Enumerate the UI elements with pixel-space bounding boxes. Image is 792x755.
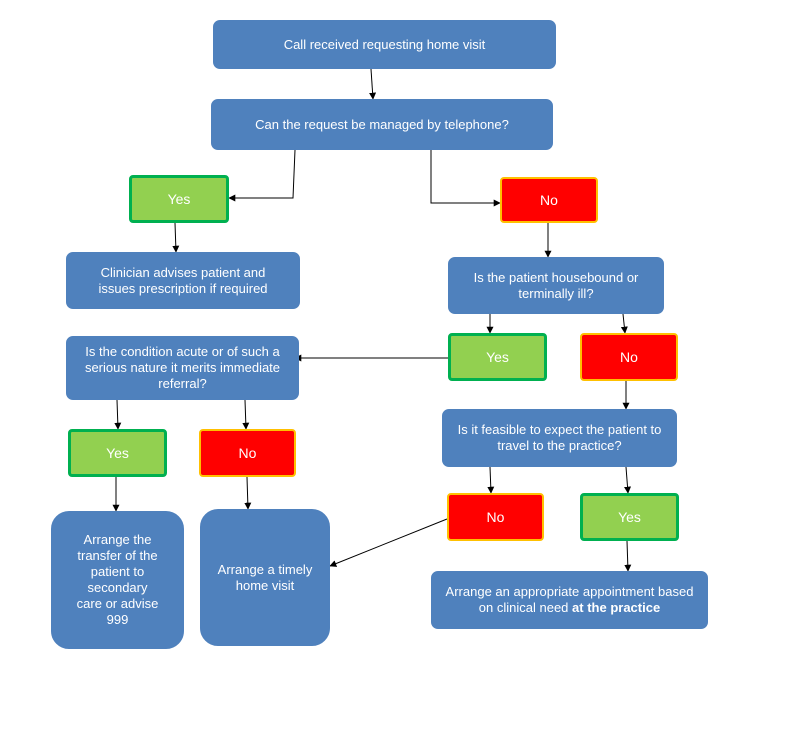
telephone-question-text: Can the request be managed by telephone? bbox=[255, 116, 509, 132]
travel-question-text: Is it feasible to expect the patient to … bbox=[457, 422, 662, 453]
arrange-transfer-box: Arrange the transfer of the patient to s… bbox=[51, 511, 184, 649]
no-telephone-text: No bbox=[540, 192, 558, 208]
travel-question-box: Is it feasible to expect the patient to … bbox=[442, 409, 677, 467]
no-acute-box: No bbox=[199, 429, 296, 477]
yes-housebound-box: Yes bbox=[448, 333, 547, 381]
yes-acute-text: Yes bbox=[106, 445, 129, 461]
no-telephone-box: No bbox=[500, 177, 598, 223]
no-housebound-box: No bbox=[580, 333, 678, 381]
yes-acute-box: Yes bbox=[68, 429, 167, 477]
arrow-telephone-to-no bbox=[430, 150, 501, 207]
acute-question-box: Is the condition acute or of such a seri… bbox=[66, 336, 299, 400]
arrange-appointment-prefix: Arrange an appropriate appointment based… bbox=[445, 584, 694, 615]
no-housebound-text: No bbox=[620, 349, 638, 365]
no-travel-box: No bbox=[447, 493, 544, 541]
housebound-question-box: Is the patient housebound or terminally … bbox=[448, 257, 664, 314]
yes-travel-text: Yes bbox=[618, 509, 641, 525]
telephone-question-box: Can the request be managed by telephone? bbox=[211, 99, 553, 150]
call-received-box: Call received requesting home visit bbox=[213, 20, 556, 69]
arrange-visit-box: Arrange a timely home visit bbox=[200, 509, 330, 646]
arrange-appointment-box: Arrange an appropriate appointment based… bbox=[431, 571, 708, 629]
arrow-no-travel-to-visit bbox=[329, 518, 448, 567]
arrow-acute-no-to-visit bbox=[244, 476, 252, 510]
arrange-appointment-emphasis: at the practice bbox=[572, 600, 661, 615]
arrow-call-to-telephone bbox=[369, 68, 377, 100]
arrow-housebound-to-no bbox=[620, 313, 628, 334]
yes-telephone-box: Yes bbox=[129, 175, 229, 223]
arrow-acute-to-yes bbox=[114, 399, 122, 430]
call-received-text: Call received requesting home visit bbox=[283, 36, 486, 52]
arrow-telephone-to-yes bbox=[228, 149, 296, 202]
arrow-travel-to-no bbox=[487, 466, 495, 494]
arrow-travel-to-yes bbox=[624, 466, 632, 494]
clinician-advises-text: Clinician advises patient and issues pre… bbox=[98, 264, 268, 296]
arrow-yes-to-clinician bbox=[172, 222, 180, 253]
yes-housebound-text: Yes bbox=[486, 349, 509, 365]
arrange-appointment-text: Arrange an appropriate appointment based… bbox=[440, 584, 699, 616]
clinician-advises-box: Clinician advises patient and issues pre… bbox=[66, 252, 300, 309]
yes-telephone-text: Yes bbox=[167, 191, 191, 207]
no-travel-text: No bbox=[486, 509, 505, 525]
arrange-transfer-text: Arrange the transfer of the patient to s… bbox=[76, 532, 159, 627]
arrange-visit-text: Arrange a timely home visit bbox=[217, 561, 313, 593]
no-acute-text: No bbox=[238, 445, 257, 461]
arrow-acute-to-no bbox=[242, 399, 250, 430]
arrow-yes-travel-to-appointment bbox=[624, 540, 632, 572]
yes-travel-box: Yes bbox=[580, 493, 679, 541]
housebound-question-text: Is the patient housebound or terminally … bbox=[473, 269, 639, 301]
acute-question-text: Is the condition acute or of such a seri… bbox=[84, 344, 281, 391]
